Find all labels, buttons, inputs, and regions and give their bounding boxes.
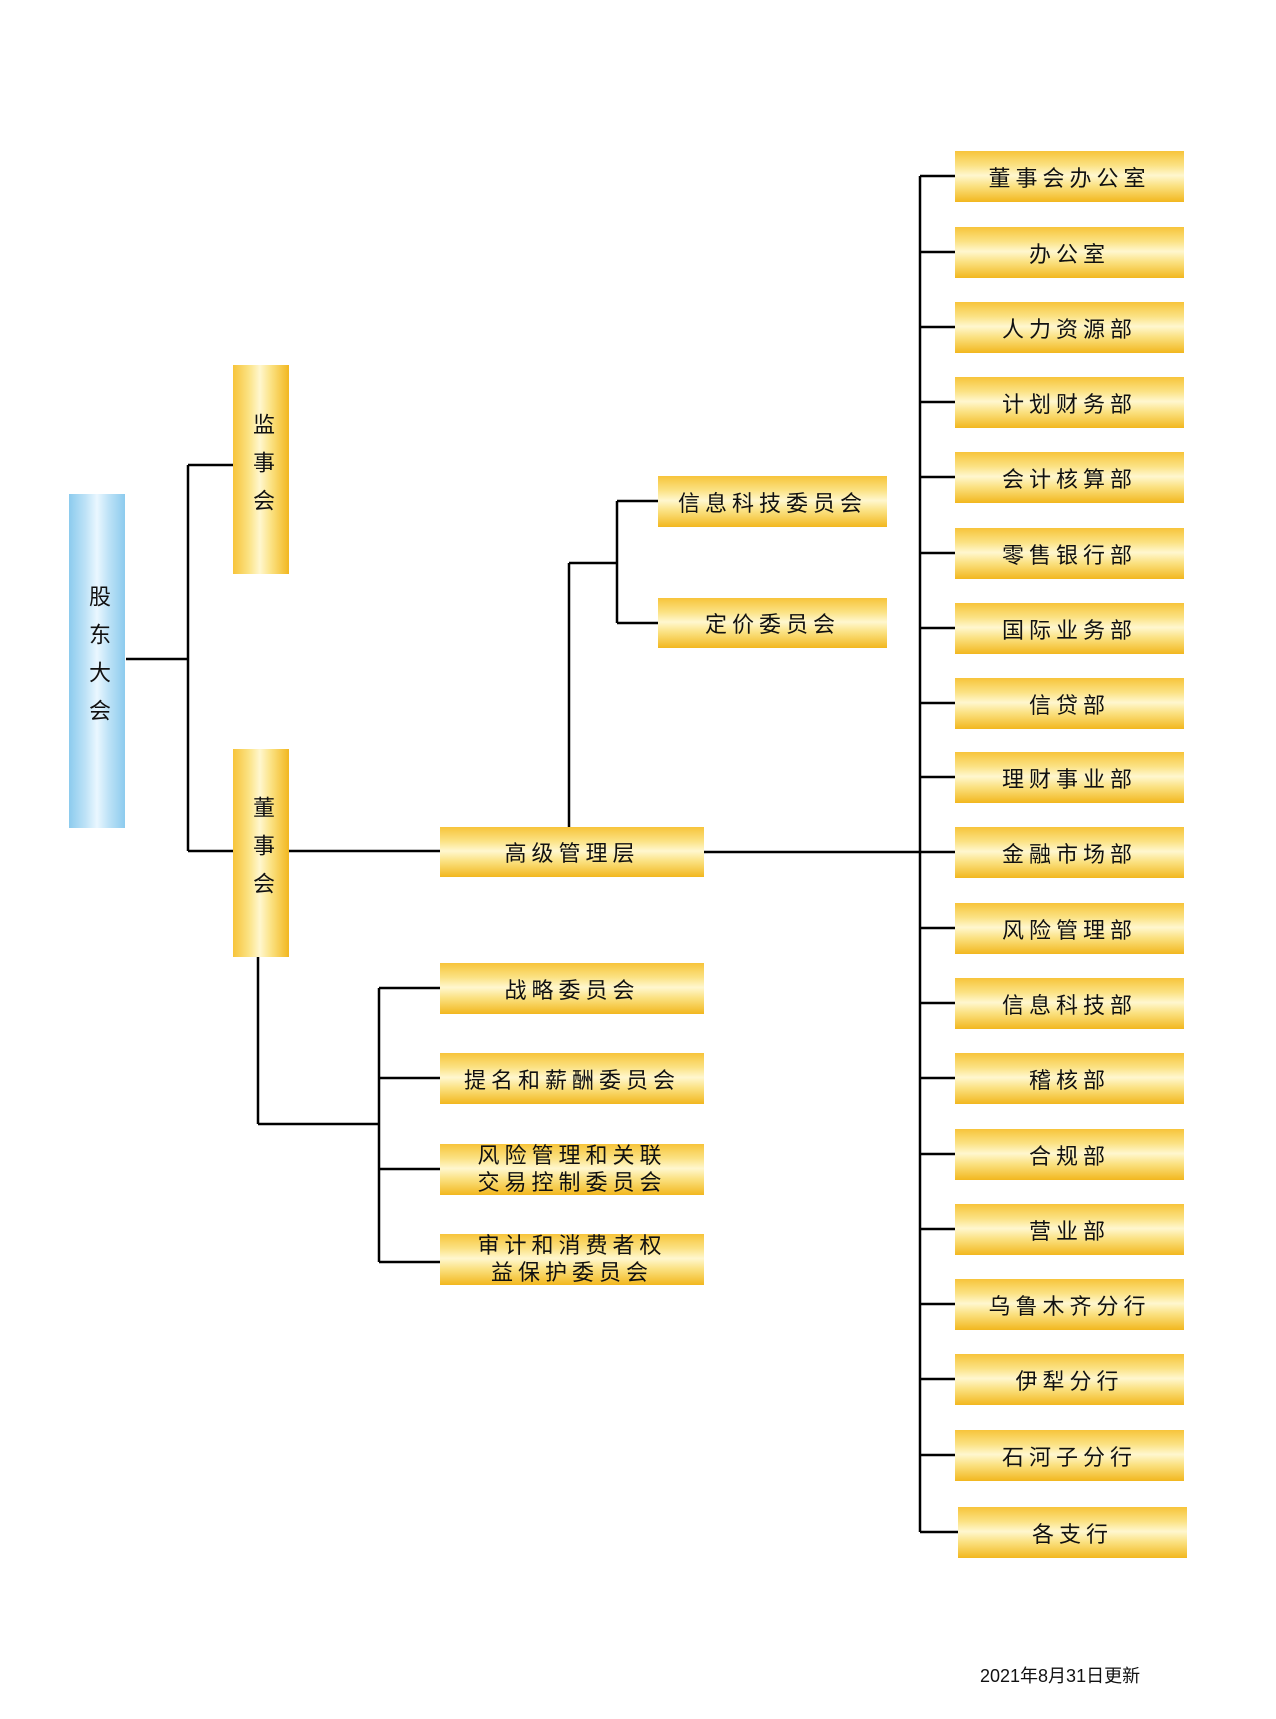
department-box: 乌鲁木齐分行 <box>955 1279 1184 1330</box>
update-date: 2021年8月31日更新 <box>980 1666 1141 1686</box>
department-box: 人力资源部 <box>955 302 1184 353</box>
department-box: 稽核部 <box>955 1053 1184 1104</box>
department-box: 金融市场部 <box>955 827 1184 878</box>
senior-management-box: 高级管理层 <box>440 827 704 877</box>
department-box: 信贷部 <box>955 678 1184 729</box>
department-box: 营业部 <box>955 1204 1184 1255</box>
department-box: 理财事业部 <box>955 752 1184 803</box>
pricing-committee-box: 定价委员会 <box>658 598 887 648</box>
board-of-directors-box: 董事会 <box>233 749 289 957</box>
shareholders-meeting-box: 股东大会 <box>69 494 125 828</box>
department-box: 会计核算部 <box>955 452 1184 503</box>
department-box: 国际业务部 <box>955 603 1184 654</box>
strategy-committee-box: 战略委员会 <box>440 963 704 1014</box>
department-box: 伊犁分行 <box>955 1354 1184 1405</box>
department-box: 计划财务部 <box>955 377 1184 428</box>
department-box: 信息科技部 <box>955 978 1184 1029</box>
it-committee-box: 信息科技委员会 <box>658 476 887 527</box>
department-box: 办公室 <box>955 227 1184 278</box>
department-box: 零售银行部 <box>955 528 1184 579</box>
department-box: 合规部 <box>955 1129 1184 1180</box>
department-box: 各支行 <box>958 1507 1187 1558</box>
department-box: 石河子分行 <box>955 1430 1184 1481</box>
department-box: 董事会办公室 <box>955 151 1184 202</box>
nomination-committee-box: 提名和薪酬委员会 <box>440 1053 704 1104</box>
department-box: 风险管理部 <box>955 903 1184 954</box>
audit-committee-box: 审计和消费者权 益保护委员会 <box>440 1234 704 1286</box>
supervisory-board-box: 监事会 <box>233 365 289 574</box>
risk-committee-box: 风险管理和关联 交易控制委员会 <box>440 1144 704 1196</box>
